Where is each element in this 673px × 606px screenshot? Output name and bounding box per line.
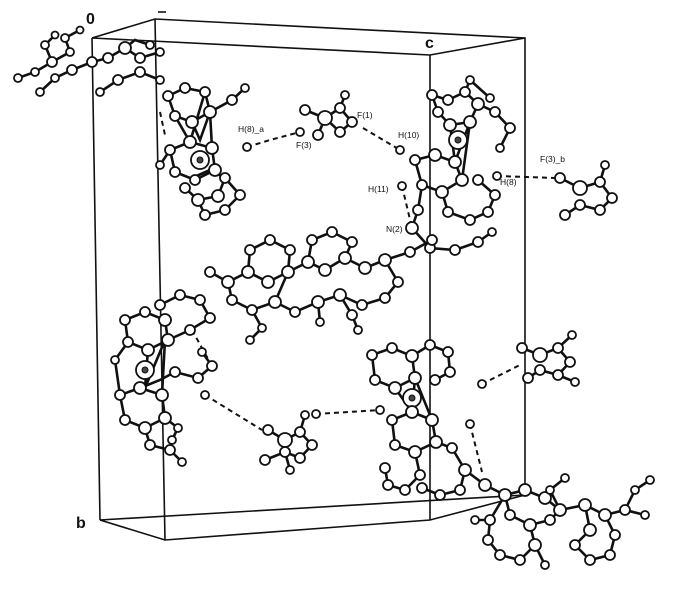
axis-b-label: b (76, 515, 86, 532)
atom-label-h8: H(8) (500, 177, 517, 187)
atom-label-f3: F(3) (296, 140, 312, 150)
atom-label-h11: H(11) (368, 184, 389, 194)
atom-label-h8a: H(8)_a (238, 124, 264, 134)
atom-label-f1: F(1) (357, 110, 373, 120)
unit-cell (91, 11, 526, 541)
atom-label-f3b: F(3)_b (540, 154, 565, 164)
metal-centres (141, 136, 462, 402)
atom-label-n2: N(2) (386, 224, 403, 234)
atoms (13, 25, 655, 570)
axis-origin-label: 0 (86, 11, 95, 28)
atom-label-h10: H(10) (398, 130, 419, 140)
axis-c-label: c (425, 35, 434, 52)
